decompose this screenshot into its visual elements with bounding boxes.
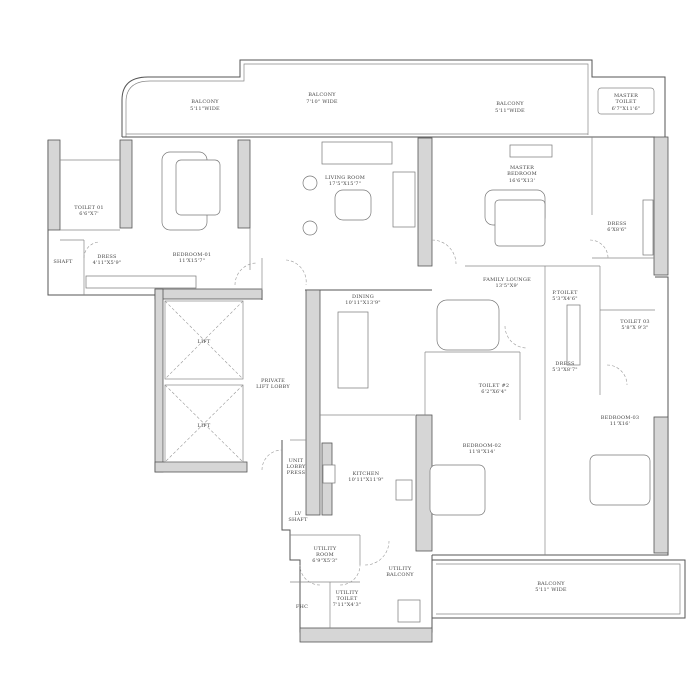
utility-room-label: UTILITY — [314, 546, 337, 552]
dining-table — [337, 311, 369, 389]
bedroom-03-size: 11'X16' — [610, 421, 630, 427]
bed-03 — [589, 454, 651, 506]
utility-washer — [397, 599, 421, 623]
furniture — [85, 141, 654, 623]
lounge-sofa — [436, 299, 500, 351]
family-lounge-label: FAMILY LOUNGE — [483, 277, 531, 283]
unit-lobby-press-label: UNIT — [289, 458, 304, 464]
balcony-left-label: BALCONY — [191, 99, 219, 105]
master-dress-label: DRESS — [607, 221, 627, 227]
room-labels: BALCONY 5'11"WIDE BALCONY 7'10" WIDE BAL… — [53, 92, 649, 610]
bottom-balcony-inner — [436, 563, 681, 615]
master-toilet-label: MASTER — [614, 93, 638, 99]
p-toilet-size: 5'3"X4'6" — [552, 296, 577, 302]
p-toilet-label: P.TOILET — [552, 290, 578, 296]
master-toilet-label-2: TOILET — [616, 99, 637, 105]
balcony-left-size: 5'11"WIDE — [190, 106, 220, 112]
utility-toilet-size: 7'11"X4'3" — [333, 602, 362, 608]
kitchen-sink — [322, 464, 336, 484]
bottom-balcony-outline — [432, 559, 686, 619]
family-lounge-size: 13'5"X9' — [496, 283, 519, 289]
unit-lobby-press-label-3: PRESS — [287, 470, 306, 476]
balcony-bottom-label: BALCONY — [537, 581, 565, 587]
master-bedroom-label-2: BEDROOM — [507, 171, 537, 177]
master-tv — [509, 144, 553, 158]
toilet-02-label: TOILET #2 — [479, 383, 509, 389]
utility-balcony-label-2: BALCONY — [386, 572, 414, 578]
private-lift-lobby-label-2: LIFT LOBBY — [256, 384, 290, 390]
toilet-02-size: 6'2"X6'4" — [481, 389, 506, 395]
utility-toilet-label-2: TOILET — [337, 596, 358, 602]
bedroom-02-label: BEDROOM-02 — [463, 443, 501, 449]
master-dress-size: 6'X8'6" — [607, 227, 627, 233]
master-bed — [494, 199, 546, 247]
toilet-03-label: TOILET 03 — [620, 319, 649, 325]
lv-shaft-label-2: SHAFT — [288, 517, 308, 523]
dining-label: DINING — [352, 294, 374, 300]
balcony-right-label: BALCONY — [496, 101, 524, 107]
living-room-label: LIVING ROOM — [325, 175, 365, 181]
wardrobe-01 — [85, 275, 197, 289]
lift-2-label: LIFT — [198, 423, 211, 429]
toilet-03-size: 5'8"X 9'3" — [621, 325, 648, 331]
bedroom-03-label: BEDROOM-03 — [601, 415, 639, 421]
wardrobe-master — [642, 199, 654, 256]
balcony-center-label: BALCONY — [308, 92, 336, 98]
shaft-label: SHAFT — [53, 259, 73, 265]
wardrobe-03 — [566, 304, 581, 366]
utility-room-label-2: ROOM — [316, 552, 334, 558]
master-toilet-size: 6'7"X11'6" — [612, 106, 641, 112]
bed-02 — [429, 464, 486, 516]
toilet-01-size: 6'6"X7' — [79, 211, 99, 217]
bedroom-01-size: 11'X15'7" — [179, 258, 205, 264]
utility-room-size: 6'9"X5'3" — [312, 558, 337, 564]
living-room-size: 17'5"X15'7" — [329, 181, 361, 187]
dress-03-label: DRESS — [555, 361, 575, 367]
master-toilet-tub — [597, 87, 655, 115]
kitchen-stove — [395, 479, 413, 501]
dress-01-label: DRESS — [97, 254, 117, 260]
living-sofa — [321, 141, 393, 165]
fhc-label: FHC — [296, 604, 308, 610]
lift-1-label: LIFT — [198, 339, 211, 345]
dining-size: 10'11"X13'9" — [345, 300, 381, 306]
private-lift-lobby-label: PRIVATE — [261, 378, 285, 384]
toilet-01-label: TOILET 01 — [74, 205, 103, 211]
bedroom-01-label: BEDROOM-01 — [173, 252, 211, 258]
dress-03-size: 5'3"X8'7" — [552, 367, 577, 373]
master-bedroom-size: 16'6"X13' — [509, 178, 535, 184]
kitchen-size: 10'11"X11'9" — [348, 477, 384, 483]
kitchen-label: KITCHEN — [353, 471, 380, 477]
coffee-table — [334, 189, 372, 221]
balcony-center-size: 7'10" WIDE — [306, 99, 338, 105]
living-sofa-side — [392, 171, 416, 228]
lv-shaft-label: LV — [295, 511, 302, 517]
utility-toilet-label: UTILITY — [336, 590, 359, 596]
master-bedroom-label: MASTER — [510, 165, 534, 171]
doors — [83, 239, 628, 586]
utility-balcony-label: UTILITY — [389, 566, 412, 572]
balcony-outline — [121, 59, 666, 137]
partitions — [60, 137, 655, 628]
balcony-bottom-size: 5'11" WIDE — [535, 587, 567, 593]
bedroom-02-size: 11'8"X14' — [469, 449, 495, 455]
dress-01-size: 4'11"X5'9" — [93, 260, 122, 266]
unit-lobby-press-label-2: LOBBY — [287, 464, 306, 470]
lift-shafts — [164, 300, 244, 463]
balcony-inner-outline — [125, 63, 589, 137]
balcony-right-size: 5'11"WIDE — [495, 108, 525, 114]
